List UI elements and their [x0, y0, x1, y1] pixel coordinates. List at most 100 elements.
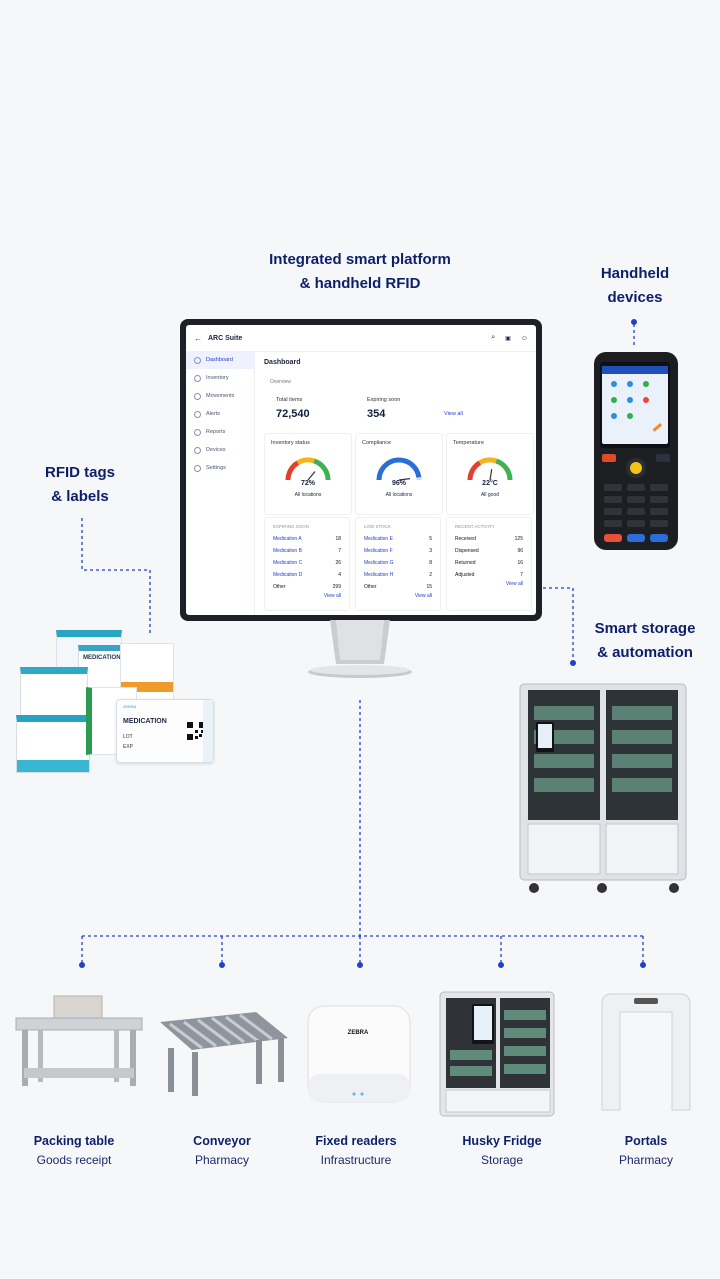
item-count: 18	[335, 536, 341, 542]
caption-title: Husky Fridge	[462, 1134, 542, 1148]
tab-overview[interactable]: Overview	[270, 379, 291, 385]
sidebar-item-settings[interactable]: Settings	[186, 459, 254, 477]
gauge-needle	[398, 478, 410, 481]
search-icon[interactable]: ⌕	[491, 334, 496, 341]
sidebar-item-dashboard[interactable]: Dashboard	[186, 351, 254, 369]
card-brand: ZEBRA	[123, 704, 137, 709]
list-header: Expiring soon	[273, 524, 310, 529]
kpi-card: Total items 72,540 Expiring soon 354 Vie…	[264, 389, 530, 429]
reader-brand: ZEBRA	[347, 1030, 369, 1036]
list-item[interactable]: Medication A 18	[273, 533, 341, 545]
back-arrow-icon[interactable]: ←	[194, 333, 202, 343]
rfid-title: RFID tags& labels	[44, 464, 115, 505]
item-name: Returned	[455, 560, 476, 566]
item-name: Medication C	[273, 560, 303, 566]
conveyor-image	[160, 1012, 288, 1096]
smart-storage-cabinet	[519, 683, 687, 893]
item-count: 4	[338, 572, 341, 578]
app-name: ARC Suite	[208, 334, 243, 342]
sidebar-label: Inventory	[206, 375, 229, 381]
sidebar-item-reports[interactable]: Reports	[186, 423, 254, 441]
reports-icon	[194, 428, 201, 436]
gauge-segment	[478, 457, 497, 466]
item-name: Medication B	[273, 548, 302, 554]
item-count: 2	[429, 572, 432, 578]
gauge-segment	[313, 458, 331, 481]
caption-title: Fixed readers	[315, 1134, 397, 1148]
expiring-value: 354	[367, 408, 386, 420]
portals-dot	[640, 962, 646, 968]
bag-icon[interactable]: ▣	[505, 335, 511, 342]
view-all-link[interactable]: View all	[323, 593, 341, 599]
sidebar-label: Movements	[206, 393, 235, 399]
sidebar-item-inventory[interactable]: Inventory	[186, 369, 254, 387]
sidebar-label: Devices	[206, 447, 226, 453]
temperature-gauge-card: Temperature 22°C All good	[446, 433, 534, 515]
item-name: Medication D	[273, 572, 303, 578]
conveyor-dot	[219, 962, 225, 968]
caption-subtitle: Infrastructure	[320, 1153, 392, 1167]
storage-title: Smart storage& automation	[594, 620, 696, 661]
item-count: 8	[429, 560, 432, 566]
storage-dot	[570, 660, 576, 666]
box-left-bottom	[16, 715, 90, 773]
platform-title: Integrated smart platform& handheld RFID	[269, 251, 451, 292]
list-item[interactable]: Medication D 4	[273, 569, 341, 581]
sidebar-item-alerts[interactable]: Alerts	[186, 405, 254, 423]
user-icon[interactable]: ☺	[520, 334, 528, 342]
sidebar-item-devices[interactable]: Devices	[186, 441, 254, 459]
item-count: 7	[520, 572, 523, 578]
caption-title: Packing table	[33, 1134, 115, 1148]
view-all-link[interactable]: View all	[414, 593, 432, 599]
handheld-device	[594, 352, 678, 550]
kpi-view-all-link[interactable]: View all	[444, 411, 463, 417]
low-stock-list-card: Low stock Medication E5 Medication F3 Me…	[355, 517, 441, 611]
inventory-gauge-card: Inventory status 72% All locations	[264, 433, 352, 515]
inventory-icon	[194, 374, 201, 382]
rfid-packaging: MEDICATION ZEBRA MEDICATION LOT EXP	[14, 625, 224, 773]
view-all-link[interactable]: View all	[505, 581, 523, 587]
temperature-gauge	[467, 457, 513, 481]
expiring-list-card: Expiring soon Medication A 18 Medication …	[264, 517, 350, 611]
monitor-stand	[308, 620, 412, 678]
husky-fridge-caption: Husky Fridge Storage	[442, 1134, 562, 1167]
list-item[interactable]: Medication H 2	[364, 569, 432, 581]
handheld-dot	[631, 319, 637, 325]
item-name: Medication H	[364, 572, 394, 578]
total-items-label: Total items	[276, 397, 303, 403]
packing-table-caption: Packing table Goods receipt	[14, 1134, 134, 1167]
box-left-top	[20, 667, 88, 721]
conveyor-caption: Conveyor Pharmacy	[162, 1134, 282, 1167]
item-name: Medication A	[273, 536, 302, 542]
gauge-title: Temperature	[453, 440, 484, 446]
qr-code-icon	[187, 722, 205, 740]
total-items-value: 72,540	[276, 408, 310, 420]
caption-subtitle: Storage	[480, 1153, 524, 1167]
gauge-caption: All good	[480, 492, 500, 498]
husky-fridge-image	[439, 991, 555, 1117]
portal-image	[601, 993, 691, 1111]
gauge-title: Inventory status	[271, 440, 310, 446]
item-count: 3	[429, 548, 432, 554]
item-name: Received	[455, 536, 476, 542]
sidebar-item-movements[interactable]: Movements	[186, 387, 254, 405]
rfid-label-card: ZEBRA MEDICATION LOT EXP	[116, 699, 214, 763]
expiring-label: Expiring soon	[367, 397, 401, 403]
monitor: ← ARC Suite ⌕ ▣ ☺ Dashboard Inventory Mo…	[180, 319, 542, 621]
item-count: 96	[517, 548, 523, 554]
caption-subtitle: Goods receipt	[36, 1153, 112, 1167]
dashboard-screen: ← ARC Suite ⌕ ▣ ☺ Dashboard Inventory Mo…	[186, 325, 536, 615]
